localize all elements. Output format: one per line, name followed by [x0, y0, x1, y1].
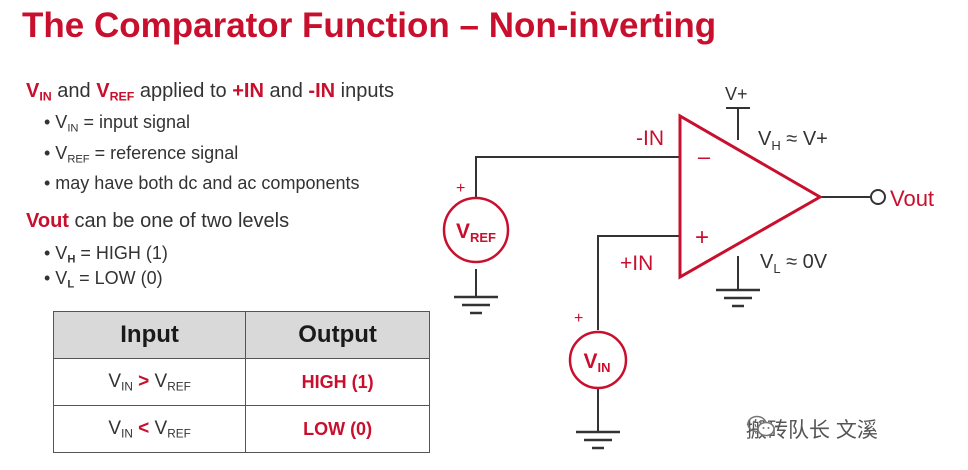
- bullet-subscript: H: [67, 253, 76, 266]
- page-title: The Comparator Function – Non-inverting: [22, 6, 717, 45]
- cell-subscript: IN: [121, 380, 133, 394]
- vin-source-circle: [568, 330, 628, 390]
- wechat-icon: [747, 415, 775, 437]
- plus-input-label: +IN: [620, 252, 653, 275]
- vout-heading-text: can be one of two levels: [68, 210, 290, 232]
- vin-letter: V: [26, 80, 40, 102]
- table-cell-output: HIGH (1): [245, 358, 430, 406]
- vin-polarity-plus: +: [574, 310, 583, 327]
- vl-rest: ≈ 0V: [781, 251, 828, 273]
- bullet-text: = reference signal: [89, 143, 239, 163]
- bullet-text: • V: [44, 243, 68, 263]
- comparison-operator: >: [132, 370, 155, 392]
- vref-polarity-plus: +: [456, 180, 465, 197]
- vh-subscript: H: [771, 138, 780, 153]
- vref-source-label: VREF: [456, 220, 496, 245]
- vref-letter: V: [96, 80, 110, 102]
- bullet-text: • V: [44, 112, 68, 132]
- truth-table: Input Output VIN > VREF HIGH (1) VIN < V…: [52, 311, 430, 453]
- plus-in-term: +IN: [232, 80, 264, 102]
- vh-label: VH ≈ V+: [758, 128, 828, 153]
- supply-label: V+: [725, 84, 748, 104]
- table-cell-output: LOW (0): [245, 405, 430, 453]
- vh-letter: V: [758, 128, 772, 150]
- ground-icon: [716, 288, 760, 308]
- intro-applied: applied to: [134, 80, 233, 102]
- cell-text: V: [154, 417, 168, 439]
- vout-term: Vout: [26, 210, 69, 232]
- vref-term: VREF: [96, 80, 135, 104]
- vin-source-letter: V: [583, 350, 597, 373]
- minus-input-label: -IN: [636, 127, 664, 150]
- vref-source-circle: [442, 196, 510, 264]
- minus-input-wire: [475, 156, 680, 222]
- plus-sign: +: [695, 224, 709, 251]
- table-cell-input: VIN > VREF: [52, 358, 247, 406]
- table-row: VIN > VREF HIGH (1): [52, 358, 430, 406]
- table-header-output: Output: [245, 311, 430, 359]
- watermark-text: 搬砖队长 文溪: [746, 419, 878, 442]
- bullet-text: • may have both dc and ac components: [44, 173, 360, 193]
- ground-icon: [454, 295, 498, 315]
- ground-icon: [576, 430, 620, 450]
- bullet-text: = input signal: [78, 112, 191, 132]
- vout-heading: Vout can be one of two levels: [26, 210, 289, 233]
- table-cell-input: VIN < VREF: [52, 405, 247, 453]
- cell-subscript: IN: [121, 427, 133, 441]
- bullet-dc-ac: • may have both dc and ac components: [44, 173, 360, 194]
- bullet-subscript: L: [67, 278, 75, 291]
- vl-subscript: L: [773, 261, 780, 276]
- bullet-high: • VH = HIGH (1): [44, 243, 168, 265]
- table-row: VIN < VREF LOW (0): [52, 405, 430, 453]
- table-header-row: Input Output: [52, 311, 430, 359]
- table-header-input: Input: [52, 311, 247, 359]
- minus-sign: –: [698, 144, 711, 169]
- cell-subscript: REF: [167, 427, 191, 441]
- vref-source-subscript: REF: [470, 230, 496, 245]
- bullet-input-signal: • VIN = input signal: [44, 112, 190, 134]
- intro-and: and: [51, 80, 97, 102]
- cell-subscript: REF: [167, 380, 191, 394]
- bullet-subscript: IN: [67, 122, 79, 135]
- comparison-operator: <: [132, 417, 155, 439]
- bullet-subscript: REF: [67, 153, 90, 166]
- cell-text: V: [108, 370, 122, 392]
- minus-in-term: -IN: [308, 80, 336, 102]
- bullet-text: • V: [44, 143, 68, 163]
- cell-text: V: [108, 417, 122, 439]
- vin-subscript: IN: [39, 89, 52, 104]
- bullet-text: • V: [44, 268, 68, 288]
- output-label: Vout: [890, 186, 934, 211]
- vin-source-label: VIN: [583, 350, 610, 375]
- vref-subscript: REF: [109, 89, 135, 104]
- watermark: 搬砖队长 文溪: [746, 414, 878, 444]
- intro-inputs: inputs: [335, 80, 395, 102]
- bullet-text: = HIGH (1): [75, 243, 168, 263]
- bullet-reference-signal: • VREF = reference signal: [44, 143, 238, 165]
- opamp-triangle: [678, 113, 824, 280]
- vl-letter: V: [760, 251, 774, 273]
- vref-source-letter: V: [456, 220, 470, 243]
- output-terminal: [870, 189, 886, 205]
- intro-and-2: and: [263, 80, 309, 102]
- vl-label: VL ≈ 0V: [760, 251, 828, 276]
- vin-term: VIN: [26, 80, 52, 104]
- intro-line: VIN and VREF applied to +IN and -IN inpu…: [26, 80, 394, 104]
- vin-source-subscript: IN: [598, 360, 611, 375]
- bullet-low: • VL = LOW (0): [44, 268, 163, 290]
- cell-text: V: [154, 370, 168, 392]
- bullet-text: = LOW (0): [74, 268, 163, 288]
- vh-rest: ≈ V+: [781, 128, 828, 150]
- plus-input-wire: [597, 235, 680, 330]
